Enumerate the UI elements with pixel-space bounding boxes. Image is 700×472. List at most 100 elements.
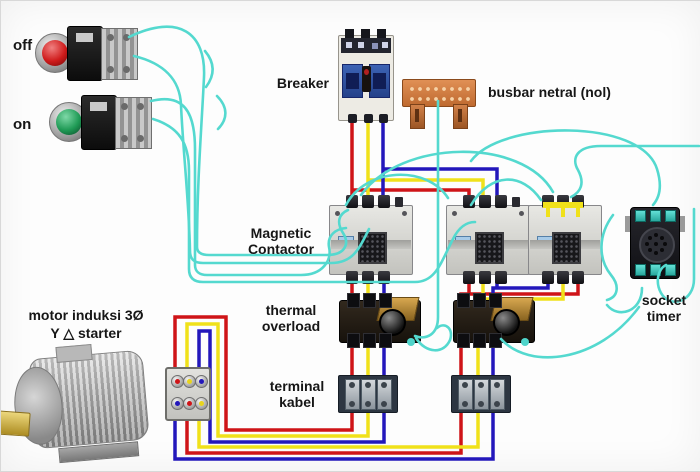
contactor-2-body — [446, 205, 530, 275]
contactor-3-terminal-L3 — [572, 195, 584, 208]
overload-2-terminal — [457, 293, 470, 308]
motor-terminal-v2 — [195, 397, 208, 410]
on-push-button — [49, 94, 152, 150]
contactor-1-aux-terminal — [395, 197, 403, 207]
magnetic-contactor-3 — [528, 195, 602, 284]
terminal-kabel-1-pole — [377, 379, 392, 410]
contactor-2-terminal-T1 — [463, 271, 475, 284]
contactor-2-terminal-L1 — [463, 195, 475, 208]
breaker-terminal-top-2 — [361, 29, 370, 38]
thermal-overload-label: thermal overload — [261, 302, 321, 334]
breaker-pole-right — [369, 64, 390, 98]
busbar-foot-left — [410, 104, 425, 129]
contactor-2-terminal-T3 — [495, 271, 507, 284]
terminal-kabel-2-pole — [474, 379, 489, 410]
overload-1-terminal — [379, 333, 392, 348]
off-label: off — [13, 37, 33, 54]
terminal-kabel-label: terminal kabel — [269, 378, 325, 410]
contactor-3-terminal-T1 — [542, 271, 554, 284]
breaker-terminal-bottom-1 — [348, 114, 357, 123]
off-push-button — [35, 25, 138, 81]
timer-mount-tab-right — [680, 216, 685, 232]
contactor-3-core — [552, 232, 581, 264]
motor-label-line2: Y △ starter — [50, 325, 122, 341]
terminal-kabel-1-pole — [345, 379, 360, 410]
magnetic-contactor-2 — [446, 195, 530, 284]
timer-screw — [635, 210, 646, 222]
overload-2-terminal — [489, 293, 502, 308]
motor-label-line1: motor induksi 3Ø — [28, 307, 144, 323]
motor-shaft — [1, 409, 31, 437]
neutral-busbar — [402, 79, 476, 129]
breaker-terminal-bottom-2 — [364, 114, 373, 123]
contactor-1-terminal-T1 — [346, 271, 358, 284]
overload-2-dial — [493, 309, 520, 336]
breaker-terminal-top-3 — [377, 29, 386, 38]
breaker-label: Breaker — [276, 75, 329, 91]
busbar-screws — [407, 83, 471, 103]
contactor-2-aux-terminal — [512, 197, 520, 207]
terminal-kabel-2 — [451, 375, 511, 413]
breaker-terminal-top-1 — [345, 29, 354, 38]
contactor-1-terminal-T3 — [378, 271, 390, 284]
overload-2-terminal — [457, 333, 470, 348]
timer-screw — [650, 264, 661, 276]
breaker-terminal-bottom-3 — [379, 114, 388, 123]
timer-screw — [665, 264, 676, 276]
contactor-3-body — [528, 205, 602, 275]
magnetic-contactor-label: Magnetic Contactor — [247, 225, 315, 257]
overload-1-terminal — [347, 333, 360, 348]
timer-pin-socket — [639, 227, 675, 263]
contactor-1-body — [329, 205, 413, 275]
timer-mount-tab-left — [625, 216, 630, 232]
breaker-label-plate — [341, 38, 391, 53]
overload-2-aux-contact — [521, 338, 529, 346]
contactor-3-terminal-T3 — [572, 271, 584, 284]
overload-1-terminal — [379, 293, 392, 308]
contactor-1-core — [358, 232, 387, 264]
on-label: on — [13, 116, 32, 133]
overload-2-terminal — [489, 333, 502, 348]
contactor-1-terminal-L2 — [362, 195, 374, 208]
magnetic-contactor-1 — [329, 195, 413, 284]
busbar-foot-right — [453, 104, 468, 129]
contactor-screw — [402, 211, 407, 216]
breaker — [338, 29, 394, 123]
motor-terminal-box — [55, 343, 93, 364]
contactor-3-terminal-L2 — [557, 195, 569, 208]
timer-screw — [650, 210, 661, 222]
socket-timer — [625, 207, 685, 279]
overload-1-terminal — [363, 333, 376, 348]
on-button-contact-block — [115, 97, 152, 149]
contactor-1-terminal-L3 — [378, 195, 390, 208]
contactor-screw — [452, 211, 457, 216]
off-button-body — [67, 26, 103, 81]
terminal-kabel-1-pole — [361, 379, 376, 410]
thermal-overload-2 — [453, 293, 535, 348]
terminal-kabel-2-pole — [458, 379, 473, 410]
contactor-screw — [519, 211, 524, 216]
socket-timer-label: socket timer — [641, 292, 687, 324]
overload-1-dial — [379, 309, 406, 336]
on-button-cap — [56, 109, 82, 135]
contactor-1-terminal-T2 — [362, 271, 374, 284]
motor-terminal-block — [165, 367, 211, 421]
on-button-body — [81, 95, 117, 150]
busbar-label: busbar netral (nol) — [488, 84, 611, 100]
contactor-1-terminal-L1 — [346, 195, 358, 208]
induction-motor — [1, 342, 166, 471]
terminal-kabel-2-pole — [490, 379, 505, 410]
contactor-2-core — [475, 232, 504, 264]
thermal-overload-1 — [339, 293, 421, 348]
terminal-kabel-1 — [338, 375, 398, 413]
contactor-2-terminal-T2 — [479, 271, 491, 284]
contactor-2-terminal-L3 — [495, 195, 507, 208]
off-button-contact-block — [101, 28, 138, 80]
overload-1-terminal — [363, 293, 376, 308]
contactor-screw — [335, 211, 340, 216]
overload-2-terminal — [473, 293, 486, 308]
timer-screw — [635, 264, 646, 276]
breaker-toggle — [362, 66, 371, 92]
contactor-3-terminal-T2 — [557, 271, 569, 284]
